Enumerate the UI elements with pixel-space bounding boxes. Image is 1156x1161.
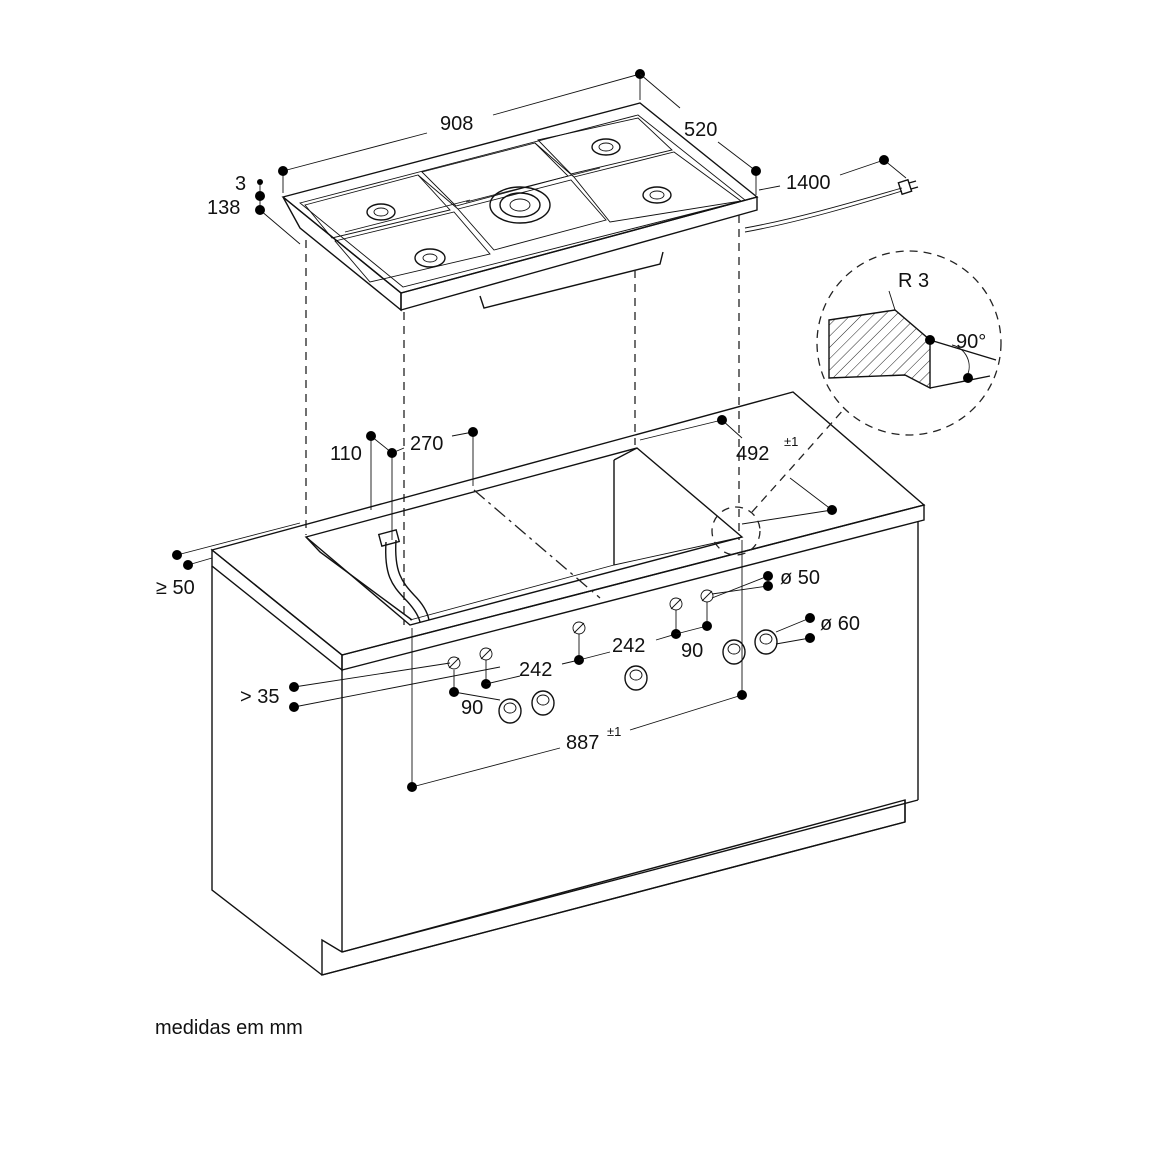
dim-width: 908 — [440, 113, 473, 135]
dim-total-height: 138 — [207, 197, 240, 219]
power-cable — [744, 187, 903, 229]
dim-spacing-right: 90 — [681, 640, 703, 662]
dim-spacing-left: 90 — [461, 697, 483, 719]
cabinet — [210, 391, 926, 976]
gas-hose — [385, 541, 421, 623]
dim-pitch-right: 242 — [612, 635, 645, 657]
top-dimensions — [255, 69, 907, 245]
dim-hole-large: ø 60 — [820, 613, 860, 635]
edge-detail-callout — [711, 250, 1002, 556]
dim-cutout-width: 887 — [566, 732, 599, 754]
dim-cutout-depth-tol: ±1 — [784, 434, 798, 449]
burners — [366, 138, 672, 268]
knob-2 — [531, 690, 555, 716]
dim-depth: 520 — [684, 119, 717, 141]
dim-conn-span: 270 — [410, 433, 443, 455]
dim-cutout-depth: 492 — [736, 443, 769, 465]
cooktop — [281, 102, 919, 312]
grates — [304, 117, 743, 283]
dim-bottom-min: > 35 — [240, 686, 279, 708]
dim-hole-small: ø 50 — [780, 567, 820, 589]
dim-angle: 90° — [956, 331, 986, 353]
edge-profile — [828, 309, 931, 390]
dim-edge-height: 3 — [235, 173, 246, 195]
lower-dimensions — [172, 415, 837, 792]
dim-front-min: ≥ 50 — [156, 577, 195, 599]
knob-3 — [624, 665, 648, 691]
projection-lines — [305, 215, 740, 625]
gas-connector — [377, 529, 401, 547]
dim-cutout-width-tol: ±1 — [607, 724, 621, 739]
plug-icon — [897, 178, 919, 196]
dim-radius: R 3 — [898, 270, 929, 292]
control-knobs — [498, 629, 778, 724]
dim-cable: 1400 — [786, 172, 831, 194]
knob-4 — [722, 639, 746, 665]
knob-1 — [498, 698, 522, 724]
dim-conn-offset: 110 — [330, 443, 362, 465]
units-note: medidas em mm — [155, 1017, 303, 1039]
dim-pitch-left: 242 — [519, 659, 552, 681]
dimension-labels: 908 520 1400 3 138 R 3 90° 492 ±1 110 27… — [156, 113, 986, 754]
knob-5 — [754, 629, 778, 655]
